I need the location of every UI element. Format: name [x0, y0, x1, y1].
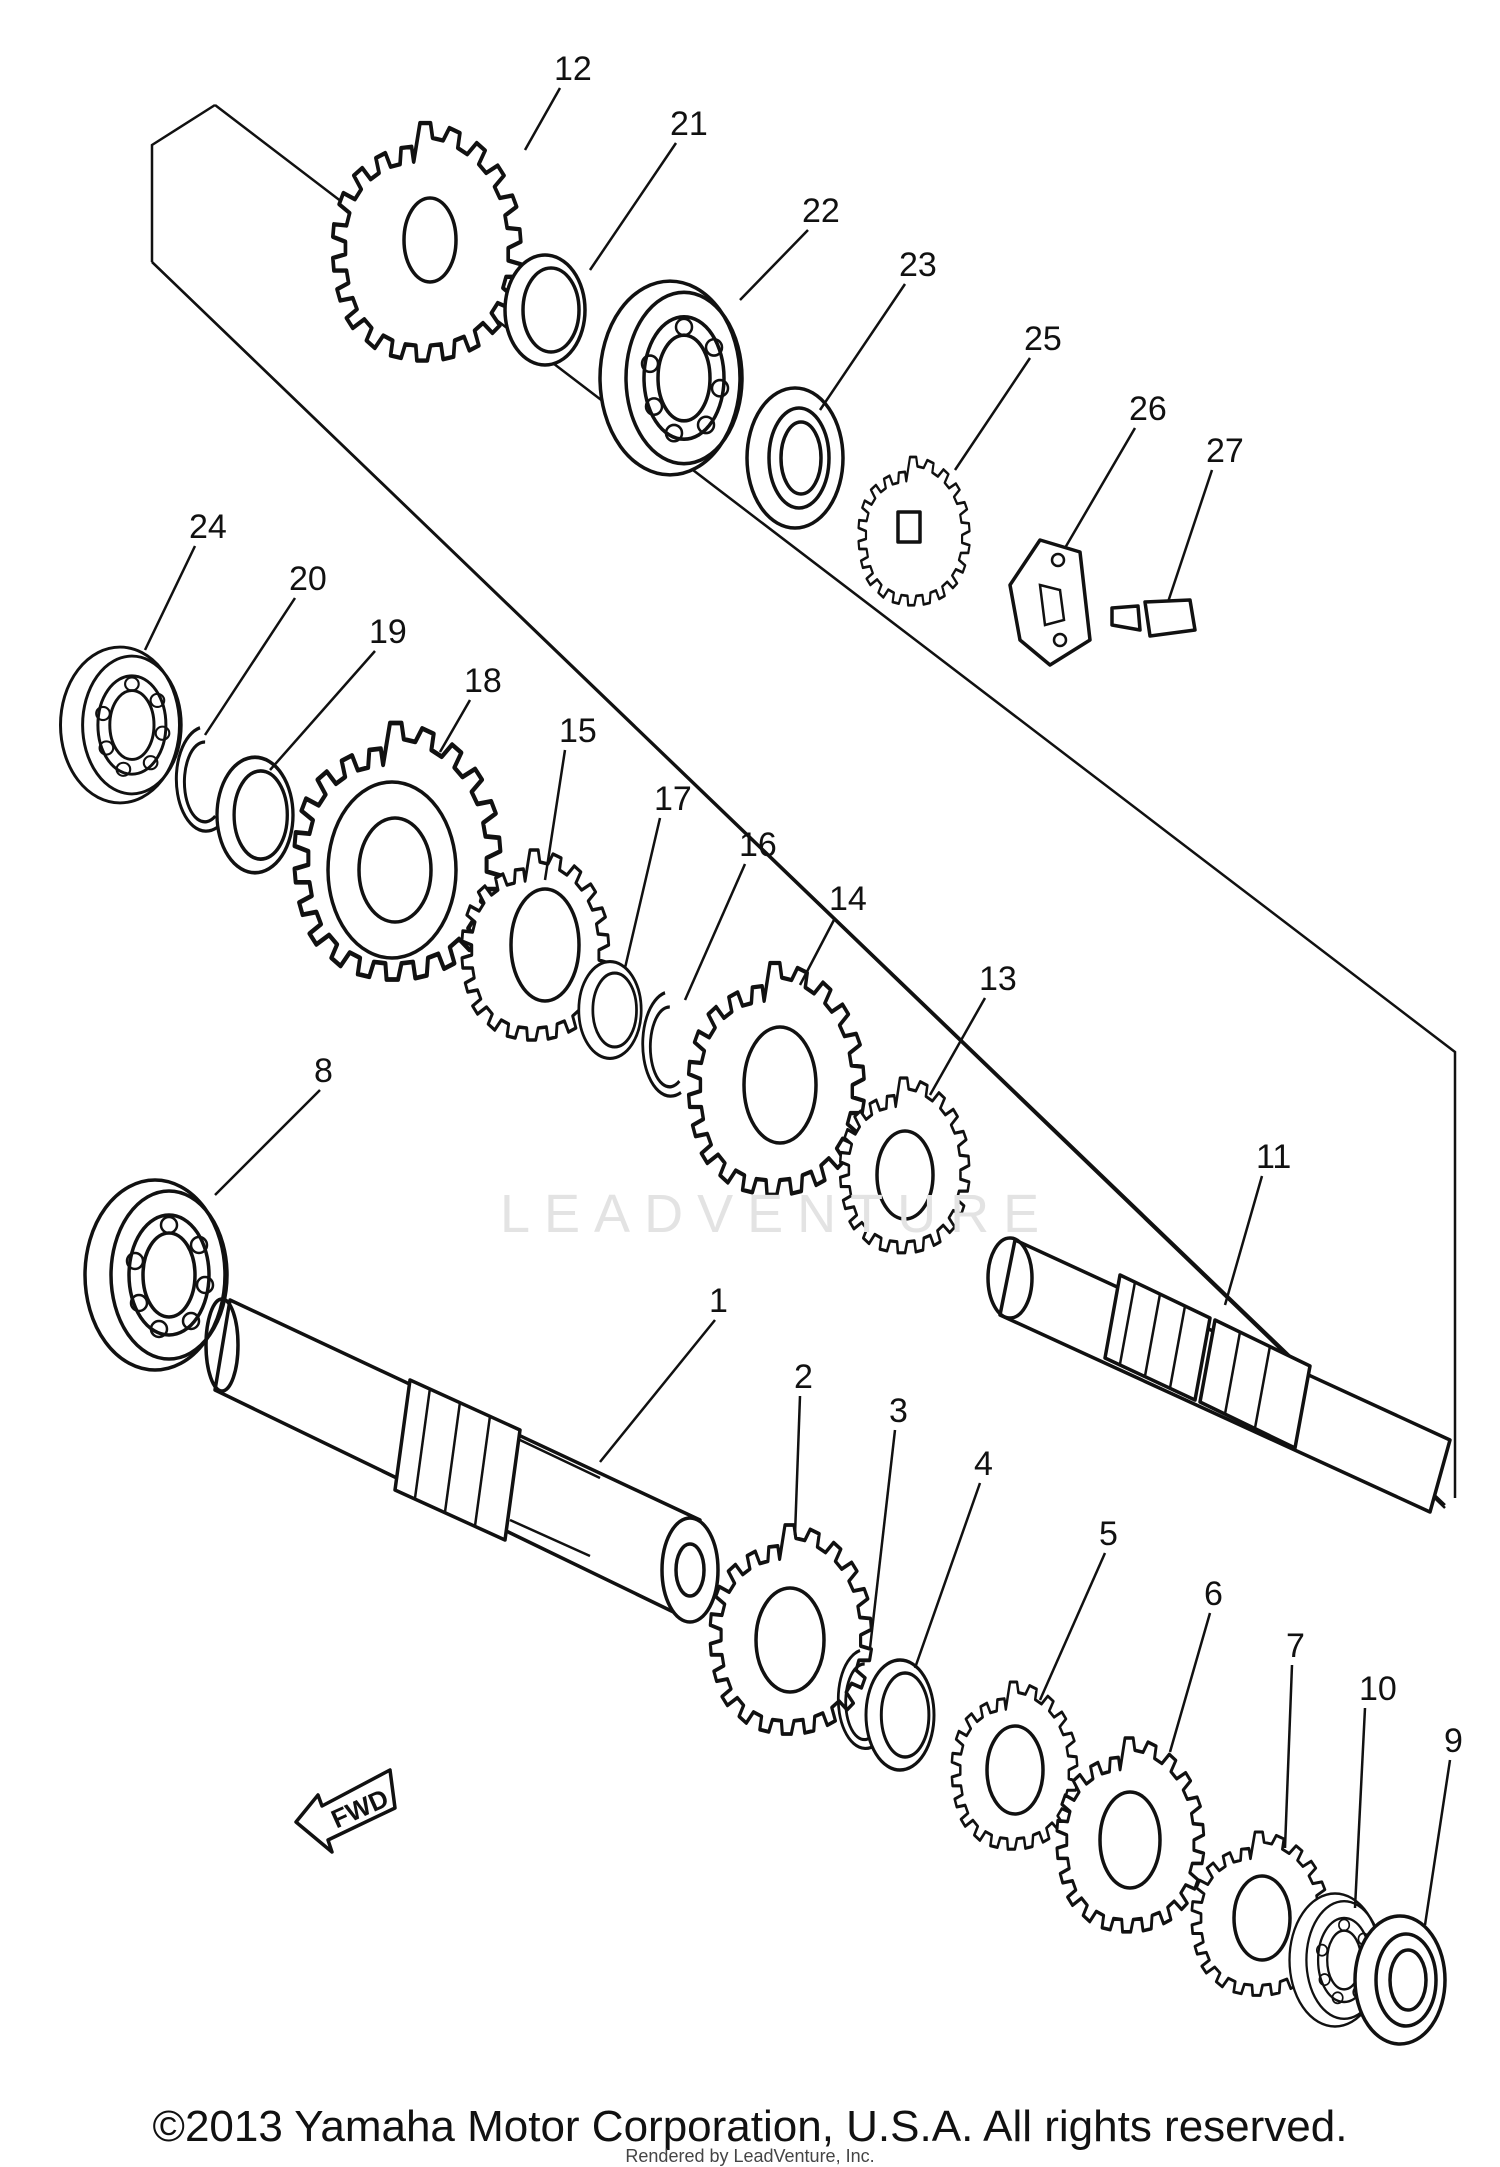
leader-line-26 [1063, 427, 1137, 549]
callout-21: 21 [670, 105, 708, 143]
leader-line-20 [203, 597, 297, 736]
leader-line-19 [269, 650, 376, 771]
leader-line-21 [588, 142, 678, 271]
callout-8: 8 [314, 1052, 333, 1090]
callout-22: 22 [802, 192, 840, 230]
callout-16: 16 [739, 826, 777, 864]
leader-line-9 [1423, 1759, 1452, 1926]
oil-seal-23 [745, 386, 845, 530]
callout-14: 14 [829, 880, 867, 918]
leader-line-8 [214, 1089, 321, 1196]
leader-line-7 [1283, 1664, 1294, 1849]
leader-line-25 [953, 357, 1032, 471]
callout-18: 18 [464, 662, 502, 700]
leader-line-24 [143, 545, 197, 651]
callout-24: 24 [189, 508, 227, 546]
leader-line-5 [1038, 1552, 1107, 1701]
main-axle-1 [204, 1297, 720, 1624]
fwd-arrow-icon: FWD [294, 1768, 397, 1854]
bearing-24 [59, 645, 183, 805]
leader-line-11 [1223, 1175, 1264, 1306]
leader-line-16 [683, 863, 747, 1001]
leader-line-23 [818, 283, 907, 411]
sprocket-25 [857, 455, 971, 607]
leader-line-15 [543, 749, 567, 881]
bolt-27 [1110, 598, 1197, 638]
callout-13: 13 [979, 960, 1017, 998]
leader-line-13 [928, 997, 987, 1096]
gear-6 [1055, 1736, 1206, 1934]
leader-line-14 [798, 917, 837, 986]
washer-4 [864, 1658, 936, 1772]
callout-26: 26 [1129, 390, 1167, 428]
callout-9: 9 [1444, 1722, 1463, 1760]
callout-23: 23 [899, 246, 937, 284]
leader-line-18 [438, 699, 472, 753]
circlip-3 [836, 1649, 877, 1751]
lock-washer-26 [1008, 538, 1092, 667]
leader-line-6 [1168, 1612, 1212, 1753]
rendered-by-notice: Rendered by LeadVenture, Inc. [625, 2146, 875, 2166]
gear-12 [333, 123, 521, 361]
callout-5: 5 [1099, 1515, 1118, 1553]
gear-2 [708, 1523, 874, 1736]
gear-14 [689, 963, 864, 1195]
copyright-notice: ©2013 Yamaha Motor Corporation, U.S.A. A… [152, 2102, 1348, 2151]
callout-2: 2 [794, 1358, 813, 1396]
washer-21 [503, 253, 587, 367]
leader-line-27 [1166, 469, 1214, 603]
leader-line-22 [739, 229, 809, 301]
callout-4: 4 [974, 1445, 993, 1483]
watermark: LEADVENTURE [500, 1184, 1053, 1244]
callouts: 1221222325262724201918151716141381112345… [143, 50, 1463, 1926]
callout-3: 3 [889, 1392, 908, 1430]
callout-12: 12 [554, 50, 592, 88]
washer-19 [215, 755, 295, 875]
leader-line-4 [913, 1482, 982, 1669]
callout-25: 25 [1024, 320, 1062, 358]
drive-axle-11 [986, 1236, 1452, 1514]
callout-15: 15 [559, 712, 597, 750]
circlip-16 [641, 991, 682, 1098]
bearing-22 [598, 279, 744, 477]
leader-line-10 [1353, 1707, 1367, 1909]
oil-seal-9 [1353, 1914, 1447, 2046]
callout-11: 11 [1256, 1138, 1291, 1176]
circlip-20 [174, 726, 218, 833]
leader-line-12 [523, 87, 562, 151]
callout-10: 10 [1359, 1670, 1397, 1708]
leader-line-2 [793, 1395, 802, 1536]
callout-27: 27 [1206, 432, 1244, 470]
leader-line-3 [868, 1429, 897, 1649]
callout-1: 1 [709, 1282, 728, 1320]
callout-17: 17 [654, 780, 692, 818]
washer-17 [577, 960, 643, 1060]
callout-7: 7 [1286, 1627, 1305, 1665]
callout-6: 6 [1204, 1575, 1223, 1613]
callout-19: 19 [369, 613, 407, 651]
callout-20: 20 [289, 560, 327, 598]
leader-line-1 [599, 1319, 716, 1463]
leader-line-17 [623, 817, 662, 969]
